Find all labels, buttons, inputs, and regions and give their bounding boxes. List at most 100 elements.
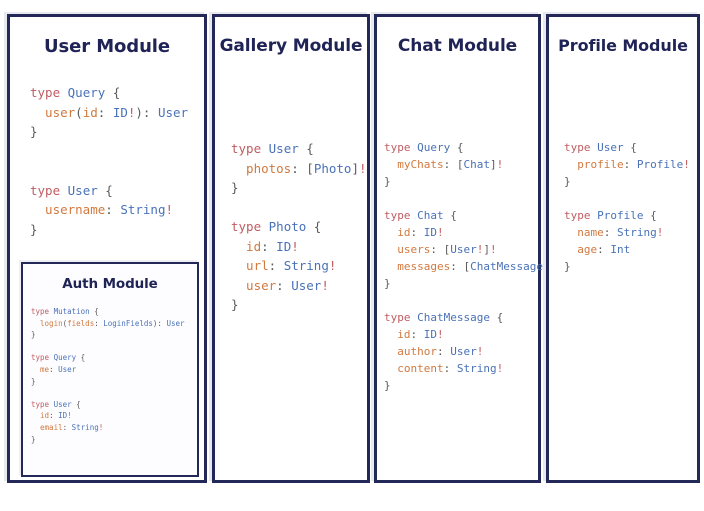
code-token-bang: ! xyxy=(127,104,136,120)
module-card-chat[interactable]: Chat Module type Query { myChats: [Chat]… xyxy=(374,14,556,483)
code-line xyxy=(384,292,556,309)
code-token-type: Query xyxy=(67,85,106,100)
code-line: } xyxy=(31,376,185,388)
code-line: type User { xyxy=(231,139,367,159)
code-token-name: age xyxy=(564,243,598,256)
code-token-punc: { xyxy=(306,219,322,234)
code-token-type: Query xyxy=(417,141,451,154)
module-title-user: User Module xyxy=(44,36,170,57)
code-line: type User { xyxy=(31,399,185,411)
code-token-punc: : xyxy=(105,202,121,217)
code-token-punc: : xyxy=(49,364,59,374)
code-line: user: User! xyxy=(231,276,367,296)
code-line: profile: Profile! xyxy=(564,156,690,173)
code-token-punc: ): xyxy=(152,318,167,328)
code-token-bang: ! xyxy=(321,277,329,293)
code-token-punc: : xyxy=(291,160,307,176)
schema-code-user: type Query { user(id: ID!): User} type U… xyxy=(30,83,188,239)
code-token-bang: ! xyxy=(437,328,444,341)
code-line: id: ID! xyxy=(384,224,556,241)
schema-code-profile: type User { profile: Profile!} type Prof… xyxy=(564,139,690,275)
code-token-punc: } xyxy=(30,221,38,237)
code-token-punc: ( xyxy=(62,318,68,328)
code-token-punc: ] xyxy=(489,158,497,171)
code-token-punc: ( xyxy=(75,104,83,120)
code-token-punc: [ xyxy=(443,243,451,256)
code-token-bang: ! xyxy=(165,202,174,217)
code-line: } xyxy=(564,173,690,190)
code-token-punc: : xyxy=(603,226,617,239)
code-token-type: ChatMessage xyxy=(417,311,490,324)
code-token-punc: : xyxy=(623,158,637,171)
code-token-punc: { xyxy=(105,85,121,100)
code-token-punc: { xyxy=(89,307,99,316)
code-line: } xyxy=(31,329,185,341)
module-card-profile[interactable]: Profile Module type User { profile: Prof… xyxy=(546,14,700,483)
code-line: type Mutation { xyxy=(31,306,185,318)
code-line: name: String! xyxy=(564,224,690,241)
code-token-type: ChatMessage xyxy=(470,260,543,273)
code-token-punc: : xyxy=(597,243,611,256)
code-line xyxy=(564,190,690,207)
code-line xyxy=(30,142,188,162)
code-token-type: User xyxy=(58,364,77,374)
code-line: author: User! xyxy=(384,343,556,360)
module-card-gallery[interactable]: Gallery Module type User { photos: [Phot… xyxy=(212,14,370,483)
code-line: myChats: [Chat]! xyxy=(384,156,556,173)
code-line: type Profile { xyxy=(564,207,690,224)
code-token-type: User xyxy=(450,345,477,358)
code-token-bang: ! xyxy=(476,243,484,256)
code-token-name: login xyxy=(31,318,63,328)
code-token-punc: [ xyxy=(463,260,471,273)
code-token-kw: type xyxy=(384,209,418,222)
code-token-bang: ! xyxy=(496,362,504,375)
code-line: photos: [Photo]! xyxy=(231,159,366,179)
module-card-user[interactable]: User Module type Query { user(id: ID!): … xyxy=(7,14,207,483)
code-token-punc: : xyxy=(450,260,464,273)
code-token-punc: } xyxy=(231,180,239,195)
code-line: } xyxy=(384,275,556,292)
code-token-type: Photo xyxy=(313,160,352,176)
code-token-punc: } xyxy=(384,379,391,392)
code-token-type: Query xyxy=(53,353,77,363)
code-token-kw: type xyxy=(384,311,418,324)
code-token-punc: } xyxy=(384,175,391,188)
code-token-type: Photo xyxy=(268,219,307,234)
code-token-name: id xyxy=(384,226,411,239)
code-token-punc: : xyxy=(49,411,59,421)
code-token-punc: [ xyxy=(456,158,464,171)
code-token-name: messages xyxy=(384,260,451,273)
code-token-type: String xyxy=(617,226,657,239)
code-token-type: Int xyxy=(610,243,631,256)
code-line: type Chat { xyxy=(384,207,556,224)
schema-code-chat: type Query { myChats: [Chat]!} type Chat… xyxy=(384,139,556,394)
code-token-punc: : xyxy=(261,238,277,254)
code-token-kw: type xyxy=(30,85,68,100)
code-token-name: id xyxy=(231,238,262,254)
code-token-type: ID xyxy=(112,104,128,120)
code-token-kw: type xyxy=(564,209,598,222)
schema-code-gallery: type User { photos: [Photo]!} type Photo… xyxy=(231,139,367,315)
code-line: } xyxy=(30,122,188,142)
code-token-type: Profile xyxy=(636,158,684,171)
code-line: user(id: ID!): User xyxy=(30,103,188,123)
code-line: id: ID! xyxy=(31,410,185,422)
module-card-auth[interactable]: Auth Module type Mutation { login(fields… xyxy=(21,262,199,477)
module-title-chat: Chat Module xyxy=(397,36,518,56)
code-token-type: User xyxy=(166,318,185,328)
code-token-punc: : xyxy=(62,422,72,432)
code-token-name: photos xyxy=(231,160,292,176)
code-token-bang: ! xyxy=(328,258,337,273)
code-token-bang: ! xyxy=(496,158,504,171)
code-line: } xyxy=(30,220,188,240)
code-token-kw: type xyxy=(31,307,54,316)
code-token-punc: } xyxy=(564,260,571,273)
code-token-type: ID xyxy=(276,238,292,254)
code-line: } xyxy=(384,173,556,190)
code-token-punc: { xyxy=(298,141,314,156)
code-line: username: String! xyxy=(30,200,188,220)
code-line xyxy=(384,190,556,207)
code-token-bang: ! xyxy=(683,158,690,171)
code-line: url: String! xyxy=(231,256,367,276)
code-token-punc: } xyxy=(31,330,36,340)
